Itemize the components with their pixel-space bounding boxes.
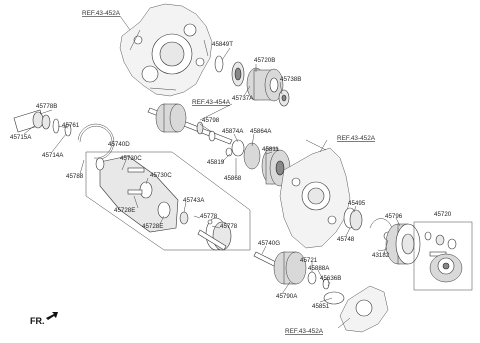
part-label-45819[interactable]: 45819 [207, 159, 225, 166]
part-label-45720[interactable]: 45720 [434, 211, 452, 218]
part-label-45730C-a[interactable]: 45730C [120, 155, 142, 162]
part-label-45738B[interactable]: 45738B [280, 76, 301, 83]
part-label-45874A[interactable]: 45874A [222, 128, 244, 135]
front-arrow-icon [46, 312, 58, 320]
part-label-45788[interactable]: 45788 [66, 173, 84, 180]
idler-gear-group [214, 55, 290, 107]
part-label-45714A[interactable]: 45714A [42, 152, 64, 159]
ref-label-shaft[interactable]: REF.43-454A [192, 99, 231, 106]
part-label-45730C-b[interactable]: 45730C [150, 172, 172, 179]
part-label-45721[interactable]: 45721 [300, 257, 318, 264]
ref-label-case-top[interactable]: REF.43-452A [82, 10, 121, 17]
ref-label-case-right[interactable]: REF.43-452A [337, 135, 376, 142]
part-label-45728E-b[interactable]: 45728E [142, 223, 163, 230]
leader-lines [23, 15, 401, 329]
part-label-45888A[interactable]: 45888A [308, 265, 330, 272]
part-label-45715A[interactable]: 45715A [10, 134, 32, 141]
part-label-45778-a[interactable]: 45778 [200, 213, 218, 220]
differential-box [85, 151, 251, 251]
part-label-45849T[interactable]: 45849T [212, 41, 233, 48]
part-label-45743A[interactable]: 45743A [183, 197, 205, 204]
output-shaft [147, 103, 233, 145]
transmission-case-bottom [339, 285, 389, 333]
part-label-45868[interactable]: 45868 [224, 175, 242, 182]
part-label-45720B[interactable]: 45720B [254, 57, 275, 64]
transmission-case-right [279, 147, 351, 249]
part-label-45778-b[interactable]: 45778 [220, 223, 238, 230]
part-label-45778B[interactable]: 45778B [36, 103, 57, 110]
part-label-45748[interactable]: 45748 [337, 236, 355, 243]
part-label-45636B[interactable]: 45636B [320, 275, 341, 282]
part-label-45811[interactable]: 45811 [262, 146, 279, 153]
part-label-45790A[interactable]: 45790A [276, 293, 298, 300]
part-label-43182[interactable]: 43182 [372, 252, 390, 259]
left-shaft-parts [13, 109, 115, 161]
part-label-45740D[interactable]: 45740D [108, 141, 130, 148]
part-label-45796[interactable]: 45796 [385, 213, 403, 220]
part-label-45851[interactable]: 45851 [312, 303, 330, 310]
part-label-45864A[interactable]: 45864A [250, 128, 272, 135]
front-direction-indicator: FR. [30, 312, 58, 326]
part-label-45761[interactable]: 45761 [62, 122, 80, 129]
part-label-45737A[interactable]: 45737A [232, 95, 254, 102]
assembly-45720-box [413, 221, 473, 291]
ref-label-case-bottom[interactable]: REF.43-452A [285, 328, 324, 335]
lower-gear-shaft [253, 251, 345, 305]
part-label-45495[interactable]: 45495 [348, 200, 366, 207]
differential-gear [208, 130, 291, 187]
part-label-45728E-a[interactable]: 45728E [114, 207, 135, 214]
part-label-45798[interactable]: 45798 [202, 117, 220, 124]
transmission-case-top [119, 3, 213, 97]
part-label-45740G[interactable]: 45740G [258, 240, 280, 247]
front-label: FR. [30, 316, 45, 326]
